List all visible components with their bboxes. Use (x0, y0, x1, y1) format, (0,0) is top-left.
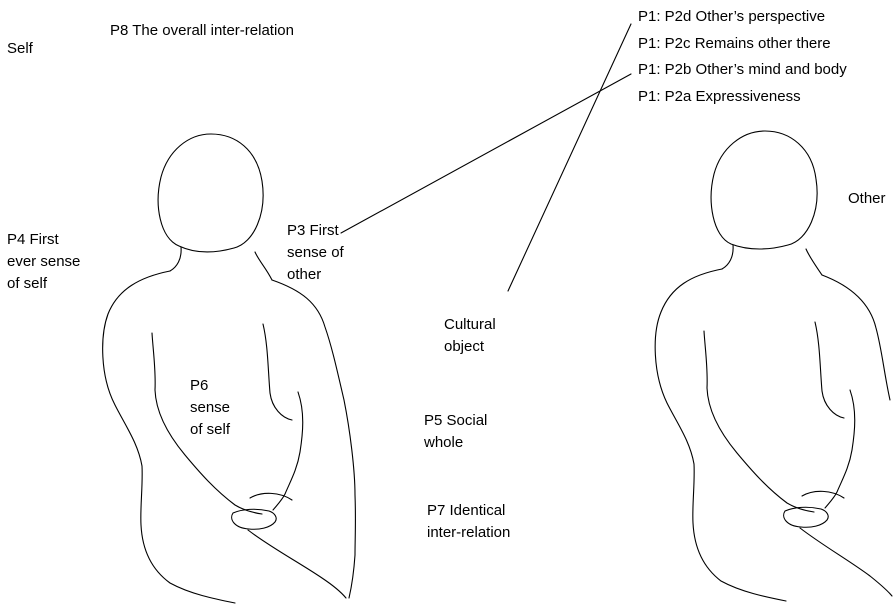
label-p7-line-2: inter-relation (427, 522, 510, 544)
label-p3-line-1: P3 First (287, 220, 344, 242)
label-self: Self (7, 38, 33, 60)
other-figure-outline-right (822, 275, 890, 400)
self-figure-neck-right (255, 252, 272, 280)
self-figure-neck-left (170, 247, 181, 271)
label-cultural-object: Cultural object (444, 314, 496, 358)
self-figure-hand-upper (273, 392, 303, 510)
self-figure-head (158, 134, 263, 252)
other-figure-torso-left (704, 331, 814, 512)
other-figure-neck-right (806, 249, 822, 275)
label-p2c-remains-other-there: P1: P2c Remains other there (638, 33, 831, 55)
other-figure-neck-left (722, 245, 733, 269)
self-figure (103, 134, 356, 603)
other-figure-torso-right (815, 322, 844, 418)
label-p8-overall-inter-relation: P8 The overall inter-relation (110, 20, 294, 42)
label-p7-identical-inter-relation: P7 Identical inter-relation (427, 500, 510, 544)
self-figure-hand-wrist (250, 493, 292, 500)
label-p3-line-2: sense of (287, 242, 344, 264)
other-figure-hand-upper (825, 390, 855, 508)
label-p6-line-3: of self (190, 419, 230, 441)
label-p3-line-3: other (287, 264, 344, 286)
connector-line-mind-and-body (341, 74, 631, 233)
other-figure-outline-left (655, 269, 786, 601)
label-p4-line-1: P4 First (7, 229, 80, 251)
self-figure-outline-right (272, 280, 355, 598)
label-cultural-object-line-2: object (444, 336, 496, 358)
self-figure-torso-right (263, 324, 292, 420)
label-other: Other (848, 188, 886, 210)
other-figure-lap-line (800, 528, 892, 596)
label-p4-first-sense-of-self: P4 First ever sense of self (7, 229, 80, 295)
label-cultural-object-line-1: Cultural (444, 314, 496, 336)
label-p6-line-2: sense (190, 397, 230, 419)
label-p2a-expressiveness: P1: P2a Expressiveness (638, 86, 801, 108)
label-p2d-others-perspective: P1: P2d Other’s perspective (638, 6, 825, 28)
label-p4-line-2: ever sense (7, 251, 80, 273)
label-p7-line-1: P7 Identical (427, 500, 510, 522)
other-figure-hand-wrist (802, 491, 844, 498)
label-p5-social-whole: P5 Social whole (424, 410, 487, 454)
label-p5-line-2: whole (424, 432, 487, 454)
self-figure-lap-line (248, 530, 346, 598)
label-p4-line-3: of self (7, 273, 80, 295)
label-p2b-others-mind-and-body: P1: P2b Other’s mind and body (638, 59, 847, 81)
label-p6-sense-of-self: P6 sense of self (190, 375, 230, 441)
label-p3-first-sense-of-other: P3 First sense of other (287, 220, 344, 286)
connector-line-other-perspective (508, 24, 631, 291)
label-p5-line-1: P5 Social (424, 410, 487, 432)
label-p6-line-1: P6 (190, 375, 230, 397)
other-figure-head (711, 131, 817, 249)
